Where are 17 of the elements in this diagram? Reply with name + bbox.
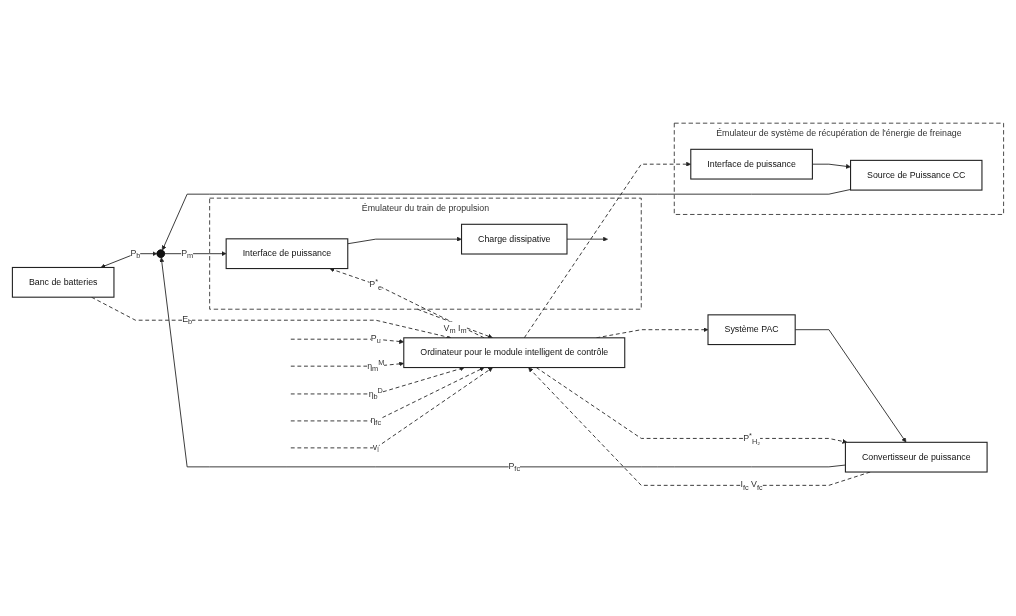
node-box: Banc de batteries — [11, 266, 115, 298]
edge-label: E$_{b}$ — [182, 314, 193, 327]
edge-label: P$_{m}$ — [181, 247, 194, 260]
edge-label: I$_{fc}$ V$_{fc}$ — [740, 479, 763, 492]
edge-label: P$_{u}$ — [370, 333, 381, 346]
node-box: Convertisseur de puissance — [844, 441, 988, 473]
edge-label: P$_{fc}$ — [508, 461, 521, 473]
edge-label: P$_{b}$ — [130, 247, 141, 260]
node-box: Charge dissipative — [461, 223, 568, 255]
node-box: Source de Puissance CC — [850, 159, 983, 191]
edge-label: V$_{m}$ I$_{m}$ — [443, 323, 467, 335]
node-box: Interface de puissance — [225, 238, 349, 270]
edge-label: v$_{l}$ — [372, 442, 379, 454]
node-box: Interface de puissance — [690, 148, 813, 180]
node-box: Système PAC — [707, 314, 796, 346]
node-box: Ordinateur pour le module intelligent de contrôle — [403, 337, 626, 369]
edge-label: η$_{fc}$ — [370, 415, 382, 427]
